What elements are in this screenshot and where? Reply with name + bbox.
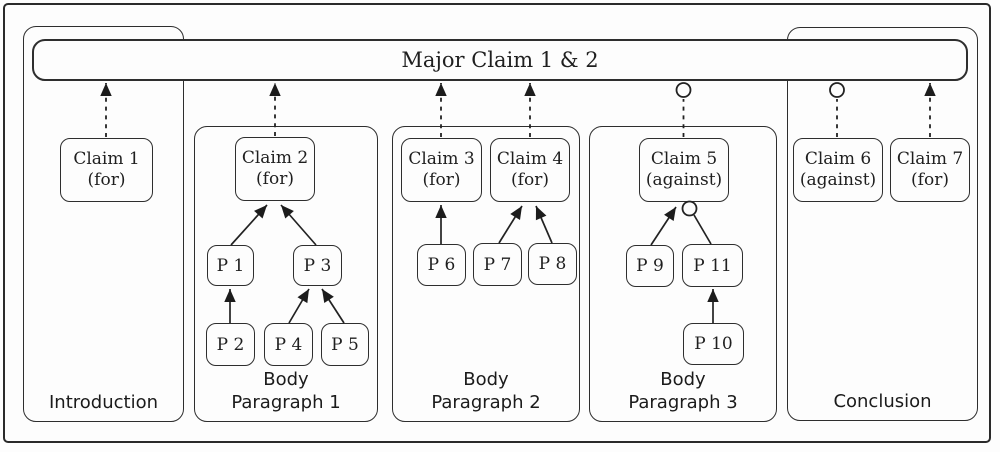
claim-2-box: Claim 2 (for) [235,137,315,201]
premise-p1-box: P 1 [207,245,254,286]
section-body-paragraph-3-label-line1: Body [660,369,706,390]
claim-7-title: Claim 7 [896,148,964,169]
claim-6-title: Claim 6 [804,148,872,169]
premise-p2-box: P 2 [206,323,255,366]
premise-p4-label: P 4 [274,334,303,355]
section-body-paragraph-3-label: Body Paragraph 3 [590,368,776,414]
section-conclusion-label: Conclusion [788,390,977,413]
claim-2-title: Claim 2 [241,147,309,168]
major-claim-label: Major Claim 1 & 2 [401,48,599,72]
claim-6-box: Claim 6 (against) [793,138,883,202]
premise-p10-label: P 10 [694,334,733,354]
premise-p8-box: P 8 [528,243,577,285]
premise-p7-box: P 7 [473,243,522,286]
section-conclusion-label-line1: Conclusion [833,391,932,412]
claim-4-title: Claim 4 [496,148,564,169]
premise-p9-label: P 9 [636,256,664,276]
claim-1-title: Claim 1 [73,148,140,169]
claim-1-stance: (for) [87,170,126,190]
premise-p10-box: P 10 [683,323,744,365]
premise-p5-box: P 5 [321,323,369,366]
section-introduction-label-line1: Introduction [48,392,158,413]
claim-4-stance: (for) [511,170,549,190]
premise-p11-box: P 11 [682,244,743,287]
section-body-paragraph-1-label: Body Paragraph 1 [195,368,377,414]
premise-p4-box: P 4 [264,323,313,366]
claim-5-title: Claim 5 [650,148,718,169]
section-body-paragraph-3-label-line2: Paragraph 3 [628,392,738,413]
premise-p6-box: P 6 [417,244,466,286]
section-body-paragraph-1-label-line2: Paragraph 1 [231,392,341,413]
premise-p5-label: P 5 [331,334,359,355]
section-body-paragraph-1-label-line1: Body [263,369,309,390]
claim-3-stance: (for) [422,170,461,190]
premise-p8-label: P 8 [538,254,567,274]
section-body-paragraph-2-label-line1: Body [463,369,509,390]
section-introduction: Introduction [23,26,184,422]
claim-4-box: Claim 4 (for) [490,138,570,202]
claim-7-stance: (for) [911,170,949,190]
claim-3-title: Claim 3 [408,148,475,169]
section-body-paragraph-2-label: Body Paragraph 2 [393,368,579,414]
section-body-paragraph-2-label-line2: Paragraph 2 [431,392,541,413]
premise-p11-label: P 11 [693,255,732,276]
premise-p3-label: P 3 [303,255,332,276]
claim-5-stance: (against) [645,170,723,190]
premise-p3-box: P 3 [293,245,342,286]
major-claim-bar: Major Claim 1 & 2 [32,39,968,81]
claim-3-box: Claim 3 (for) [401,138,482,202]
claim-2-stance: (for) [256,169,294,189]
section-conclusion: Conclusion [787,27,978,421]
claim-5-box: Claim 5 (against) [639,138,729,202]
claim-7-box: Claim 7 (for) [890,138,970,202]
premise-p1-label: P 1 [216,255,245,276]
claim-6-stance: (against) [799,170,877,190]
section-introduction-label: Introduction [24,391,183,414]
premise-p2-label: P 2 [216,334,245,355]
claim-1-box: Claim 1 (for) [60,138,153,202]
premise-p7-label: P 7 [483,254,512,275]
premise-p9-box: P 9 [626,245,674,287]
premise-p6-label: P 6 [427,255,456,275]
